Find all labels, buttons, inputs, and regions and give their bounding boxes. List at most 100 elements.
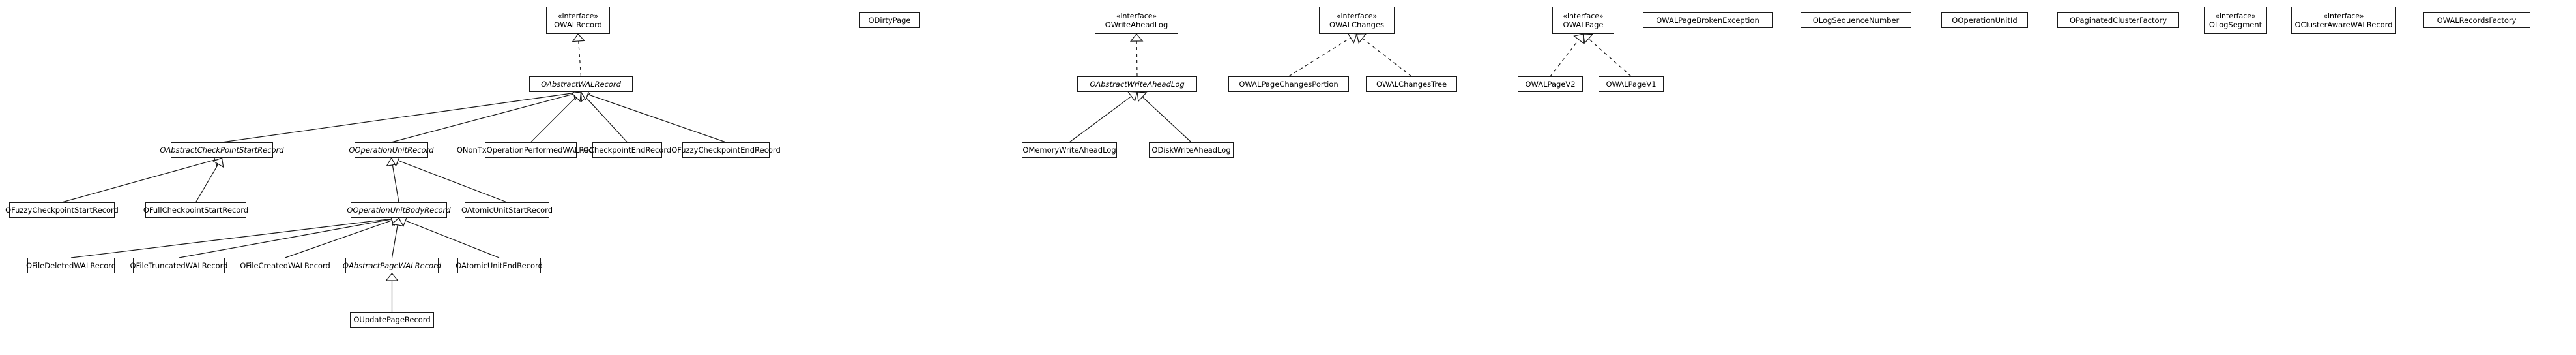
class-box-ofullcheckpointstartrecord[interactable]: OFullCheckpointStartRecord <box>143 202 249 218</box>
class-name: OOperationUnitId <box>1952 16 2018 25</box>
class-box-ooperationunitid[interactable]: OOperationUnitId <box>1941 12 2028 28</box>
class-name: OAtomicUnitStartRecord <box>461 206 553 215</box>
class-box-owalpagebrokenexception[interactable]: OWALPageBrokenException <box>1643 12 1773 28</box>
class-box-owalrecordsfactory[interactable]: OWALRecordsFactory <box>2423 12 2530 28</box>
class-box-oabstractcheckpointstartrecord[interactable]: OAbstractCheckPointStartRecord <box>160 142 284 158</box>
edge-realization-owalpagechangesportion-to-owalchanges <box>1288 32 1357 77</box>
class-name: OFuzzyCheckpointStartRecord <box>5 206 119 215</box>
class-box-owalpagev1[interactable]: OWALPageV1 <box>1599 76 1664 92</box>
class-name: OOperationUnitBodyRecord <box>347 206 451 215</box>
edge-generalization-ofilecreatedwalrecord-to-ooperationunitbodyrecord <box>285 214 399 258</box>
class-box-owalpagechangesportion[interactable]: OWALPageChangesPortion <box>1228 76 1349 92</box>
class-box-opaginatedclusterfactory[interactable]: OPaginatedClusterFactory <box>2057 12 2179 28</box>
class-name: OWALPageBrokenException <box>1656 16 1759 25</box>
class-stereotype: «interface» <box>2323 11 2364 20</box>
class-stereotype: «interface» <box>1336 11 1378 20</box>
edge-realization-owalchangestree-to-owalchanges <box>1356 33 1412 77</box>
edge-generalization-ofullcheckpointstartrecord-to-oabstractcheckpointstartrecord <box>195 157 224 203</box>
edge-generalization-oupdatepagerecord-to-oabstractpagewalrecord <box>385 273 399 312</box>
class-box-owalchangestree[interactable]: OWALChangesTree <box>1366 76 1457 92</box>
class-name: OWALPageV2 <box>1525 80 1576 89</box>
class-name: OMemoryWriteAheadLog <box>1022 146 1116 155</box>
class-name: OAbstractWALRecord <box>541 80 621 89</box>
class-name: OFileDeletedWALRecord <box>25 261 117 270</box>
class-name: OLogSequenceNumber <box>1812 16 1900 25</box>
class-name: OWALPageChangesPortion <box>1239 80 1339 89</box>
edge-generalization-omemorywriteaheadlog-to-oabstractwriteaheadlog <box>1069 91 1138 143</box>
class-stereotype: «interface» <box>557 11 599 20</box>
class-box-ofuzzycheckpointendrecord[interactable]: OFuzzyCheckpointEndRecord <box>671 142 781 158</box>
class-box-ologsequencenumber[interactable]: OLogSequenceNumber <box>1801 12 1911 28</box>
class-name: OWALRecord <box>554 20 602 29</box>
edge-generalization-ooperationunitrecord-to-oabstractwalrecord <box>391 87 582 143</box>
class-box-ofuzzycheckpointstartrecord[interactable]: OFuzzyCheckpointStartRecord <box>5 202 119 218</box>
class-box-omemorywriteaheadlog[interactable]: OMemoryWriteAheadLog <box>1022 142 1117 158</box>
class-name: OWALPageV1 <box>1606 80 1657 89</box>
class-name: OAbstractWriteAheadLog <box>1090 80 1185 89</box>
class-name: OAtomicUnitEndRecord <box>456 261 543 270</box>
class-stereotype: «interface» <box>2215 11 2256 20</box>
edge-generalization-ooperationunitbodyrecord-to-ooperationunitrecord <box>386 157 399 203</box>
edge-generalization-oabstractpagewalrecord-to-ooperationunitbodyrecord <box>390 217 405 258</box>
class-stereotype: «interface» <box>1116 11 1157 20</box>
class-name: OAbstractCheckPointStartRecord <box>160 146 284 155</box>
class-name: OFullCheckpointStartRecord <box>143 206 249 215</box>
edge-generalization-ofiletruncatedwalrecord-to-ooperationunitbodyrecord <box>179 212 399 258</box>
class-box-owalchanges[interactable]: «interface»OWALChanges <box>1319 7 1395 34</box>
class-name: OLogSegment <box>2208 20 2263 29</box>
edge-generalization-oatomicunitendrecord-to-ooperationunitbodyrecord <box>398 214 500 258</box>
class-box-owalrecord[interactable]: «interface»OWALRecord <box>546 7 610 34</box>
class-box-oatomicunitendrecord[interactable]: OAtomicUnitEndRecord <box>456 258 543 273</box>
class-name: OCheckpointEndRecord <box>583 146 672 155</box>
class-name: OWALRecordsFactory <box>2437 16 2517 25</box>
class-name: OWALChanges <box>1329 20 1385 29</box>
class-box-owriteaheadlog[interactable]: «interface»OWriteAheadLog <box>1095 7 1178 34</box>
class-box-ooperationunitrecord[interactable]: OOperationUnitRecord <box>349 142 434 158</box>
class-name: OFileTruncatedWALRecord <box>130 261 228 270</box>
class-box-ononTxoperationperformedwalrecord[interactable]: ONonTxOperationPerformedWALRecord <box>457 142 605 158</box>
edge-realization-owalpagev1-to-owalpage <box>1582 33 1632 77</box>
edge-generalization-ofiledeletedwalrecord-to-ooperationunitbodyrecord <box>70 212 399 258</box>
class-box-ofilecreatedwalrecord[interactable]: OFileCreatedWALRecord <box>240 258 330 273</box>
class-box-odiskwriteaheadlog[interactable]: ODiskWriteAheadLog <box>1149 142 1234 158</box>
class-box-ofiletruncatedwalrecord[interactable]: OFileTruncatedWALRecord <box>130 258 228 273</box>
class-box-ofiledeletedwalrecord[interactable]: OFileDeletedWALRecord <box>25 258 117 273</box>
class-name: ONonTxOperationPerformedWALRecord <box>456 146 605 155</box>
class-box-ologsegment[interactable]: «interface»OLogSegment <box>2204 7 2267 34</box>
edge-generalization-ononTxoperationperformedwalrecord-to-oabstractwalrecord <box>530 91 582 143</box>
class-name: OUpdatePageRecord <box>353 315 431 324</box>
class-box-owalpagev2[interactable]: OWALPageV2 <box>1518 76 1583 92</box>
class-box-odirtypage[interactable]: ODirtyPage <box>859 12 920 28</box>
class-name: OWALPage <box>1563 20 1604 29</box>
class-box-oclusterawarewalrecord[interactable]: «interface»OClusterAwareWALRecord <box>2291 7 2396 34</box>
class-box-oabstractpagewalrecord[interactable]: OAbstractPageWALRecord <box>342 258 442 273</box>
class-box-oabstractwriteaheadlog[interactable]: OAbstractWriteAheadLog <box>1077 76 1197 92</box>
class-name: OClusterAwareWALRecord <box>2294 20 2393 29</box>
class-box-oatomicunitstartrecord[interactable]: OAtomicUnitStartRecord <box>461 202 553 218</box>
class-box-ocheckpointendrecord[interactable]: OCheckpointEndRecord <box>583 142 671 158</box>
class-name: OOperationUnitRecord <box>349 146 434 155</box>
class-name: ODirtyPage <box>868 16 911 25</box>
edge-generalization-ocheckpointendrecord-to-oabstractwalrecord <box>580 91 628 143</box>
class-name: OWriteAheadLog <box>1105 20 1168 29</box>
class-box-owalpage[interactable]: «interface»OWALPage <box>1552 7 1614 34</box>
edge-realization-oabstractwalrecord-to-owalrecord <box>572 33 586 77</box>
class-name: OAbstractPageWALRecord <box>342 261 442 270</box>
edge-generalization-odiskwriteaheadlog-to-oabstractwriteaheadlog <box>1136 91 1192 143</box>
class-box-ooperationunitbodyrecord[interactable]: OOperationUnitBodyRecord <box>347 202 451 218</box>
class-name: OPaginatedClusterFactory <box>2069 16 2167 25</box>
class-box-oabstractwalrecord[interactable]: OAbstractWALRecord <box>529 76 633 92</box>
edge-generalization-ofuzzycheckpointendrecord-to-oabstractwalrecord <box>580 88 727 143</box>
edge-realization-oabstractwriteaheadlog-to-owriteaheadlog <box>1129 33 1144 77</box>
class-name: OFileCreatedWALRecord <box>240 261 330 270</box>
class-box-oupdatepagerecord[interactable]: OUpdatePageRecord <box>350 312 434 328</box>
edge-generalization-oabstractcheckpointstartrecord-to-oabstractwalrecord <box>222 86 582 143</box>
class-name: OWALChangesTree <box>1376 80 1447 89</box>
edge-generalization-ofuzzycheckpointstartrecord-to-oabstractcheckpointstartrecord <box>61 153 223 203</box>
edge-generalization-oatomicunitstartrecord-to-ooperationunitrecord <box>390 154 508 203</box>
class-stereotype: «interface» <box>1563 11 1604 20</box>
edge-realization-owalpagev2-to-owalpage <box>1550 33 1584 77</box>
class-name: OFuzzyCheckpointEndRecord <box>671 146 781 155</box>
